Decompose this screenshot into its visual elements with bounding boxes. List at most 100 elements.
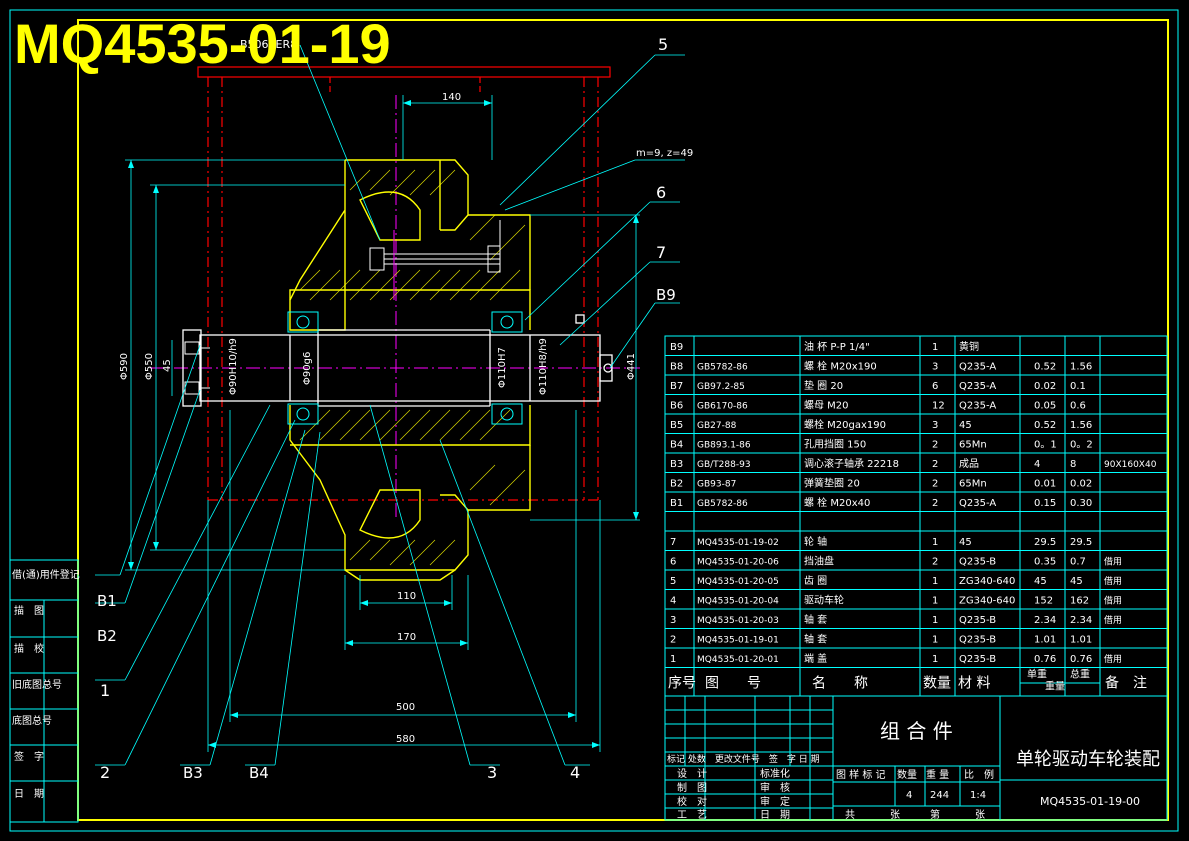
bom-cell-mat: Q235-A: [959, 381, 996, 392]
bom-cell-qty: 1: [932, 576, 938, 587]
bom-cell-no: B1: [670, 498, 683, 509]
dim-170: 170: [397, 632, 416, 643]
bom-cell-name: 垫 圈 20: [804, 379, 843, 392]
bom-cell-name: 轴 套: [804, 633, 827, 646]
bom-cell-qty: 2: [932, 440, 938, 451]
bom-cell-unit: 1.01: [1034, 635, 1056, 646]
dim-580: 580: [396, 734, 415, 745]
bom-cell-name: 轮 轴: [804, 535, 827, 548]
bom-cell-qty: 1: [932, 342, 938, 353]
bom-cell-no: 1: [670, 654, 676, 665]
bom-cell-code: MQ4535-01-20-03: [697, 616, 779, 626]
bom-cell-code: MQ4535-01-20-05: [697, 577, 779, 587]
bom-cell-unit: 0.76: [1034, 654, 1056, 665]
callout-B4: B4: [249, 764, 269, 782]
outer-border: [9, 9, 1179, 832]
callout-2: 2: [100, 763, 110, 782]
bom-cell-remark: 90X160X40: [1104, 460, 1157, 470]
bom-cell-name: 调心滚子轴承 22218: [804, 457, 899, 470]
bom-header-no: 序号: [668, 676, 696, 692]
rev-header: 标记 处数 更改文件号 签 字 日 期: [667, 753, 820, 765]
fit-2: Φ90g6: [302, 352, 313, 385]
bom-header-name: 名 称: [812, 676, 868, 692]
bom-cell-name: 驱动车轮: [804, 594, 844, 607]
bom-cell-no: 2: [670, 635, 676, 646]
bom-cell-unit: 4: [1034, 459, 1040, 470]
sheet-unit2: 张: [975, 809, 985, 821]
bom-cell-code: GB93-87: [697, 480, 736, 490]
sheet-no: 第: [930, 808, 940, 821]
bom-cell-mat: 45: [959, 537, 972, 548]
bom-cell-no: 3: [670, 615, 676, 626]
bom-cell-no: B5: [670, 420, 683, 431]
bom-cell-mat: Q235-A: [959, 498, 996, 509]
bom-cell-unit: 2.34: [1034, 615, 1056, 626]
sheet-unit: 张: [890, 809, 900, 821]
bom-cell-code: MQ4535-01-20-06: [697, 558, 779, 568]
dim-dia-590: Φ590: [119, 353, 130, 380]
bom-cell-no: B7: [670, 381, 683, 392]
bom-cell-code: GB97.2-85: [697, 382, 745, 392]
tb-date: 日 期: [760, 809, 790, 821]
bom-cell-total: 162: [1070, 596, 1089, 607]
bom-cell-qty: 2: [932, 459, 938, 470]
bom-cell-total: 1.56: [1070, 420, 1092, 431]
bom-cell-mat: 65Mn: [959, 479, 987, 490]
bom-cell-total: 0。2: [1070, 440, 1093, 451]
bom-cell-qty: 12: [932, 401, 945, 412]
bom-cell-qty: 1: [932, 654, 938, 665]
bom-cell-mat: Q235-B: [959, 557, 996, 568]
bom-cell-name: 孔用挡圈 150: [804, 438, 866, 451]
gear-spec: m=9, z=49: [636, 148, 693, 159]
bom-cell-total: 1.56: [1070, 362, 1092, 373]
bom-cell-remark: 借用: [1104, 614, 1122, 626]
bom-cell-code: GB27-88: [697, 421, 737, 431]
bom-cell-unit: 0.52: [1034, 420, 1056, 431]
bom-cell-unit: 152: [1034, 596, 1053, 607]
bom-cell-remark: 借用: [1104, 556, 1122, 568]
assembly-section-view: 5 6 7 B9 B1 B2 1 2 B3 B4 3 4 140 m=9, z=…: [95, 35, 693, 782]
scale-label: 比 例: [964, 768, 994, 781]
callout-B1: B1: [97, 592, 117, 610]
dim-500: 500: [396, 702, 415, 713]
bom-header-unit: 单重: [1027, 668, 1047, 681]
left-col-trace-check: 描 校: [14, 642, 44, 655]
dim-110: 110: [397, 591, 416, 602]
bom-cell-name: 齿 圈: [804, 575, 827, 587]
bom-header-mat: 材 料: [958, 676, 990, 692]
bom-cell-name: 油 杯 P-P 1/4": [804, 340, 870, 353]
title-block: [664, 695, 1168, 821]
fit-3: Φ110H7: [497, 347, 508, 388]
dim-dia-550: Φ550: [144, 353, 155, 380]
bom-cell-unit: 0.52: [1034, 362, 1056, 373]
dim-140: 140: [442, 92, 461, 103]
bom-cell-unit: 0.02: [1034, 381, 1056, 392]
bom-cell-name: 轴 套: [804, 613, 827, 626]
bom-cell-no: B6: [670, 401, 683, 412]
bom-cell-qty: 2: [932, 479, 938, 490]
bom-cell-total: 2.34: [1070, 615, 1092, 626]
callout-1: 1: [100, 681, 110, 700]
callout-3: 3: [487, 763, 497, 782]
bom-cell-qty: 1: [932, 596, 938, 607]
weight-value: 244: [930, 790, 949, 801]
drawing-number-overlay: MQ4535-01-19: [14, 12, 391, 75]
drawing-frame: [77, 19, 1169, 821]
dim-dia-441: Φ441: [626, 353, 637, 380]
bom-cell-code: GB5782-86: [697, 499, 748, 509]
left-registration-column: [9, 559, 79, 823]
dim-45: 45: [162, 359, 173, 372]
bom-cell-unit: 0.01: [1034, 479, 1056, 490]
bom-cell-total: 0.76: [1070, 654, 1092, 665]
bom-cell-no: B8: [670, 362, 683, 373]
bom-header-weight: 重量: [1045, 680, 1065, 693]
callout-6: 6: [656, 183, 666, 202]
bom-cell-code: GB6170-86: [697, 402, 748, 412]
bom-cell-no: B9: [670, 342, 683, 353]
bom-cell-code: GB5782-86: [697, 363, 748, 373]
bom-cell-no: 5: [670, 576, 676, 587]
qty-label: 数量: [897, 768, 917, 781]
bom-cell-qty: 3: [932, 420, 938, 431]
bom-cell-unit: 45: [1034, 576, 1047, 587]
fit-1: Φ90H10/h9: [228, 338, 239, 395]
